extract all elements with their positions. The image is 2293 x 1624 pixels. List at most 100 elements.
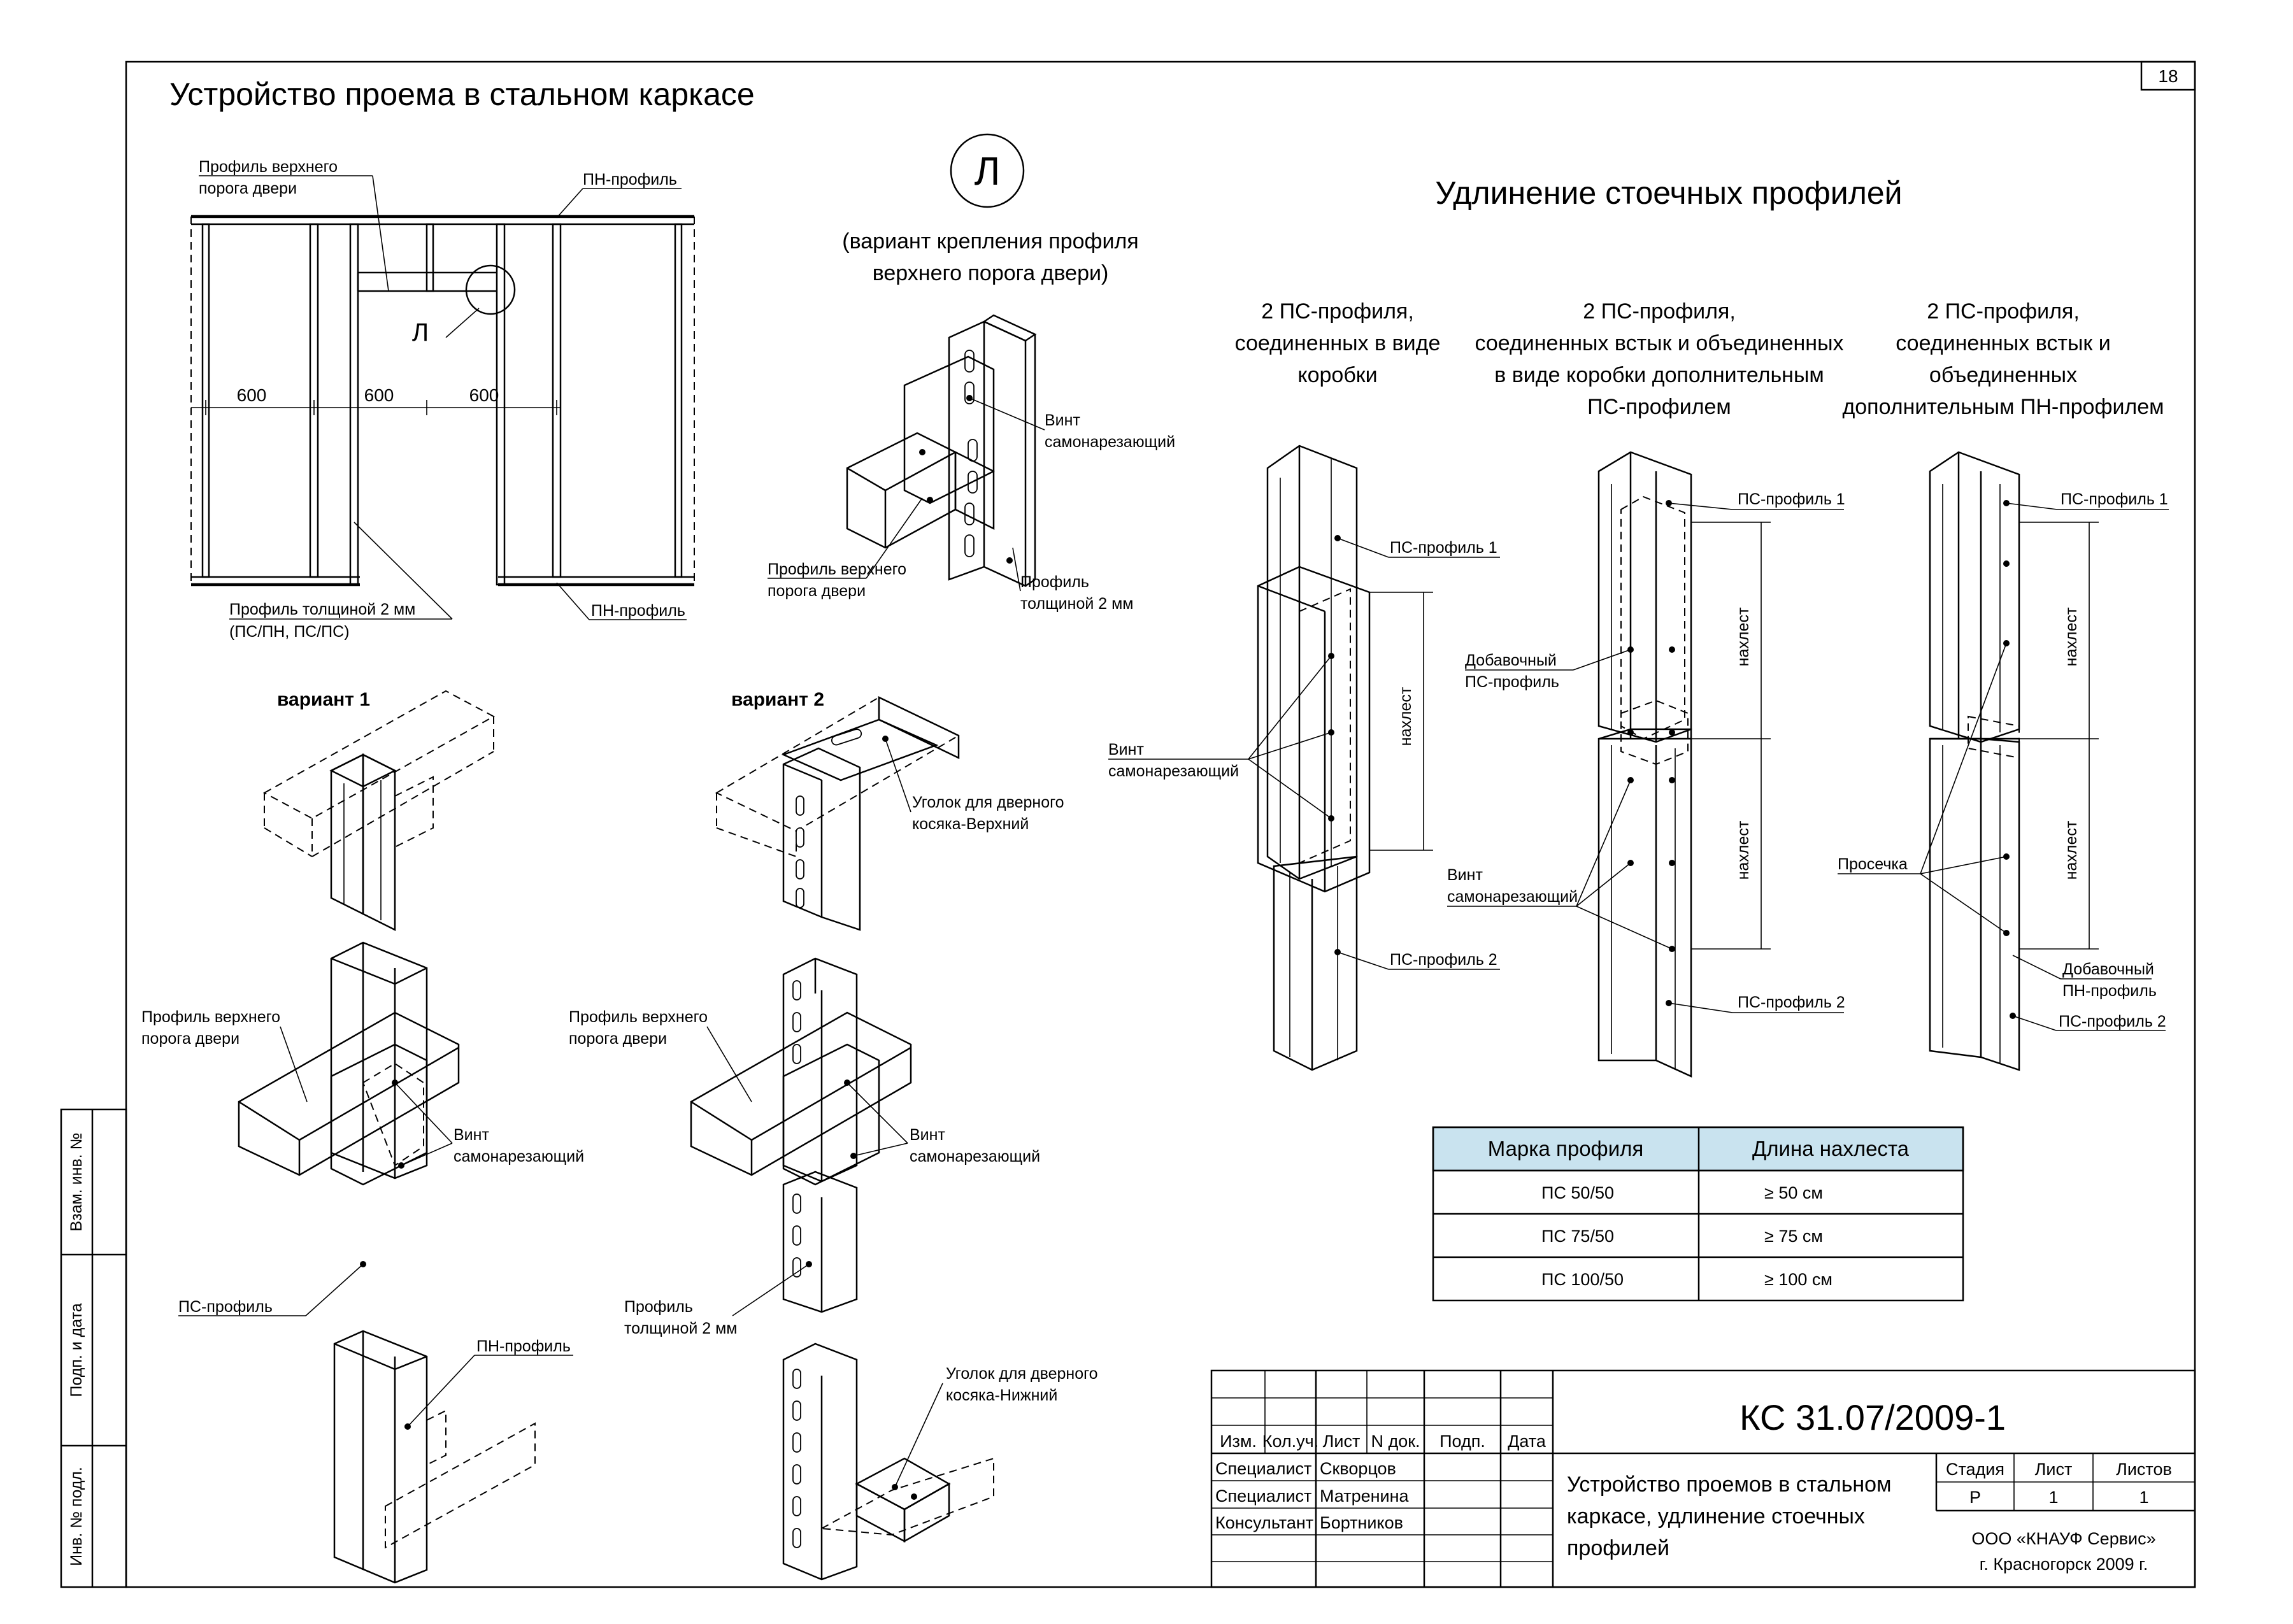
label-threshold-top-1: Профиль верхнего [199, 158, 338, 176]
col1-screw-b-2: самонарезающий [1447, 888, 1578, 906]
col2-heading-4: ПС-профилем [1587, 395, 1731, 419]
side-stamp: Взам. инв. № Подп. и дата Инв. № подл. [60, 1108, 127, 1588]
detail-l-thick-1: Профиль [1020, 573, 1089, 591]
org-name: ООО «КНАУФ Сервис» [1971, 1529, 2155, 1548]
col-podp: Подп. [1439, 1432, 1485, 1451]
variant1-bottom-joint [333, 1330, 536, 1584]
opening-title: Устройство проема в стальном каркасе [169, 76, 755, 112]
v2-thick-2: толщиной 2 мм [624, 1320, 738, 1337]
description-2: каркасе, удлинение стоечных [1567, 1504, 1865, 1528]
overlap-table [1432, 1126, 1964, 1302]
col-ndoc: N док. [1371, 1432, 1420, 1451]
sheet-number: 18 [2158, 66, 2178, 86]
table-header-mark: Марка профиля [1488, 1137, 1644, 1160]
detail-l-caption-1: (вариант крепления профиля [842, 229, 1138, 253]
col3-heading-1: 2 ПС-профиля, [1927, 299, 2080, 324]
v2-top-corner-1: Уголок для дверного [912, 794, 1064, 811]
detail-l-circle [950, 133, 1025, 208]
col3-overlap-bottom: нахлест [2062, 820, 2080, 880]
table-row2-mark: ПС 75/50 [1541, 1227, 1614, 1246]
table-row1-length: ≥ 50 см [1764, 1183, 1823, 1202]
col2-heading-2: соединенных встык и объединенных [1475, 331, 1843, 355]
v1-threshold-1: Профиль верхнего [141, 1008, 280, 1026]
col-kol: Кол.уч. [1262, 1432, 1318, 1451]
detail-mark-small: Л [412, 318, 429, 346]
label-thick-profile-1: Профиль толщиной 2 мм [229, 601, 415, 618]
extension-title: Удлинение стоечных профилей [1435, 175, 1902, 211]
detail-l-thick-2: толщиной 2 мм [1020, 595, 1134, 613]
sheet-number-box [2140, 61, 2196, 91]
org-city: г. Красногорск 2009 г. [1980, 1555, 2148, 1574]
sheet-value: 1 [2048, 1488, 2058, 1507]
description-3: профилей [1567, 1536, 1669, 1560]
v2-bottom-corner-2: косяка-Нижний [946, 1386, 1057, 1404]
v1-screw-2: самонарезающий [454, 1148, 584, 1165]
label-pn-bottom: ПН-профиль [591, 602, 685, 620]
variant2-bottom-joint [782, 1343, 994, 1581]
stamp-replacement: Взам. инв. № [68, 1133, 85, 1232]
col3-ps2: ПС-профиль 2 [2059, 1013, 2166, 1030]
person3-name: Бортников [1320, 1513, 1403, 1532]
col3-ps1: ПС-профиль 1 [2061, 490, 2168, 508]
v1-ps-profile: ПС-профиль [178, 1298, 273, 1316]
v1-threshold-2: порога двери [141, 1030, 239, 1048]
col1-heading-2: соединенных в виде [1235, 331, 1441, 355]
frame-elevation [190, 215, 695, 587]
col1-overlap: нахлест [1397, 687, 1415, 746]
person1-name: Скворцов [1320, 1459, 1396, 1478]
col2-added-2: ПС-профиль [1465, 673, 1559, 691]
spacing-3: 600 [469, 385, 499, 405]
v2-threshold-1: Профиль верхнего [569, 1008, 708, 1026]
spacing-1: 600 [237, 385, 267, 405]
col1-screw-a-1: Винт [1108, 741, 1144, 759]
col2-overlap-bottom: нахлест [1734, 820, 1752, 880]
col-izm: Изм. [1220, 1432, 1257, 1451]
v2-screw-2: самонарезающий [910, 1148, 1040, 1165]
person1-role: Специалист [1215, 1459, 1311, 1478]
col1-ps2: ПС-профиль 2 [1390, 951, 1497, 969]
label-thick-profile-2: (ПС/ПН, ПС/ПС) [229, 623, 350, 641]
col1-screw-a-2: самонарезающий [1108, 762, 1239, 780]
table-row1-mark: ПС 50/50 [1541, 1183, 1614, 1202]
detail-l-screw-1: Винт [1045, 411, 1080, 429]
v1-pn-profile: ПН-профиль [476, 1337, 571, 1355]
col2-ps2: ПС-профиль 2 [1738, 994, 1845, 1011]
col3-heading-2: соединенных встык и [1896, 331, 2110, 355]
col2-overlap-top: нахлест [1734, 607, 1752, 666]
col2-heading-3: в виде коробки дополнительным [1494, 363, 1824, 387]
variant2-title: вариант 2 [731, 689, 824, 710]
v2-top-corner-2: косяка-Верхний [912, 815, 1029, 833]
col3-added-1: Добавочный [2062, 960, 2154, 978]
v1-screw-1: Винт [454, 1126, 489, 1144]
person3-role: Консультант [1215, 1513, 1313, 1532]
sheets-header: Листов [2116, 1460, 2172, 1479]
col1-screw-b-1: Винт [1447, 866, 1483, 884]
col-data: Дата [1508, 1432, 1547, 1451]
variant1-top-joint [262, 690, 496, 932]
table-header-length: Длина нахлеста [1752, 1137, 1910, 1160]
col2-profile-drawing [1597, 451, 1771, 1078]
sheets-value: 1 [2139, 1488, 2148, 1507]
detail-l-caption-2: верхнего порога двери) [873, 261, 1109, 285]
variant1-middle-joint [238, 941, 460, 1267]
col3-profile-drawing [1929, 451, 2099, 1071]
col1-ps1: ПС-профиль 1 [1390, 539, 1497, 557]
col-list: Лист [1323, 1432, 1361, 1451]
variant1-title: вариант 1 [277, 689, 370, 710]
col2-heading-1: 2 ПС-профиля, [1583, 299, 1736, 324]
col2-added-1: Добавочный [1465, 652, 1557, 669]
person2-name: Матренина [1320, 1486, 1410, 1506]
v2-bottom-corner-1: Уголок для дверного [946, 1365, 1098, 1383]
variant2-top-joint [715, 696, 961, 931]
variant2-middle-joint [690, 957, 912, 1313]
stamp-signature-date: Подп. и дата [68, 1303, 85, 1397]
title-block [1210, 1369, 2196, 1588]
v2-screw-1: Винт [910, 1126, 945, 1144]
detail-l-drawing [846, 314, 1037, 587]
label-threshold-top-2: порога двери [199, 180, 297, 197]
table-row3-length: ≥ 100 см [1764, 1270, 1832, 1289]
detail-l-screw-2: самонарезающий [1045, 433, 1175, 451]
sheet-frame [125, 61, 2196, 1588]
doc-code: КС 31.07/2009-1 [1739, 1397, 2006, 1437]
